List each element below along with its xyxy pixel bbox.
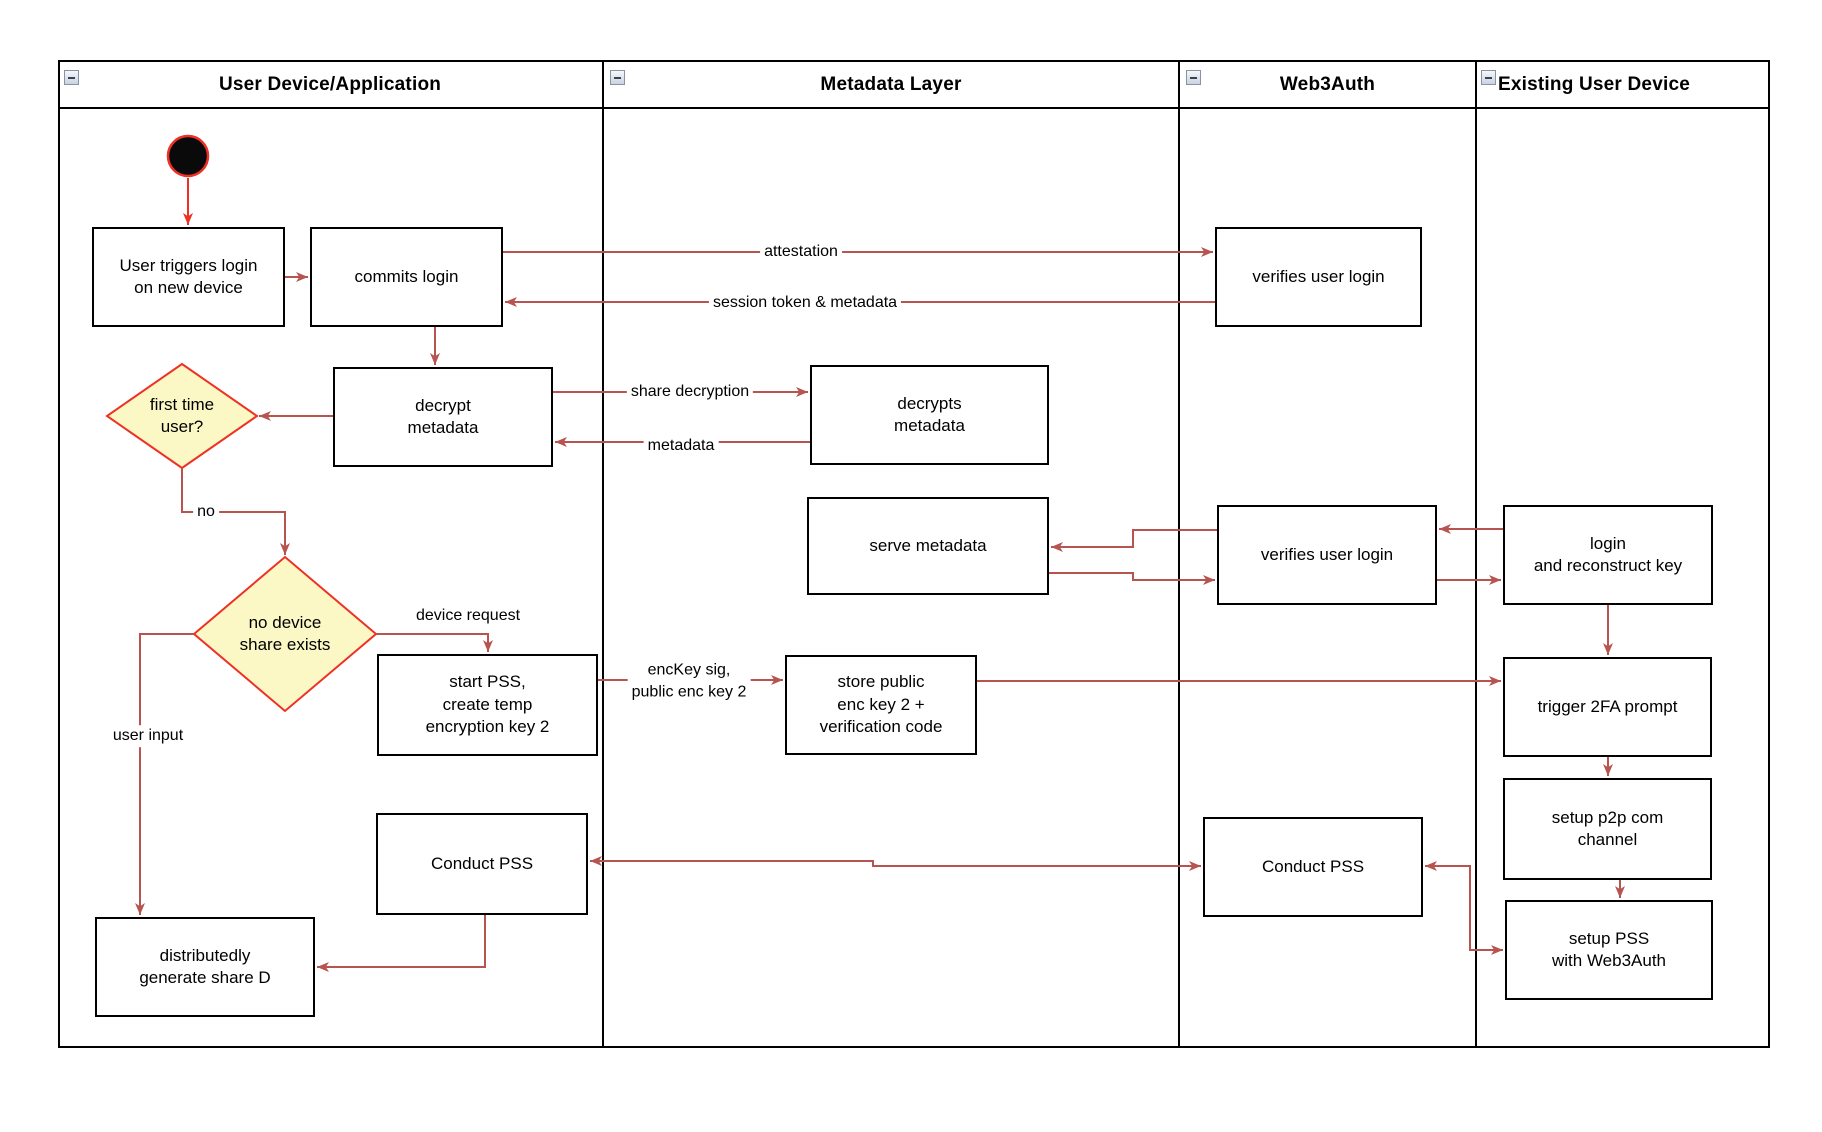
lane-separator-3 (1475, 60, 1477, 1048)
node-serve-metadata: serve metadata (807, 497, 1049, 595)
node-distributedly-generate-share-d: distributedly generate share D (95, 917, 315, 1017)
node-commits-login: commits login (310, 227, 503, 327)
decision-label-first-time-user: first time user? (149, 394, 215, 436)
lane-separator-2 (1178, 60, 1180, 1048)
node-login-and-reconstruct-key: login and reconstruct key (1503, 505, 1713, 605)
node-decrypts-metadata: decrypts metadata (810, 365, 1049, 465)
node-store-public-enc-key: store public enc key 2 + verification co… (785, 655, 977, 755)
node-setup-pss-with-web3auth: setup PSS with Web3Auth (1505, 900, 1713, 1000)
header-separator (58, 107, 1770, 109)
node-decrypt-metadata: decrypt metadata (333, 367, 553, 467)
node-setup-p2p-channel: setup p2p com channel (1503, 778, 1712, 880)
node-user-triggers-login: User triggers login on new device (92, 227, 285, 327)
node-trigger-2fa-prompt: trigger 2FA prompt (1503, 657, 1712, 757)
lane-header-metadata-layer: Metadata Layer (820, 73, 962, 95)
edge-label-user-input: user input (108, 725, 188, 747)
decision-label-no-device-share: no device share exists (239, 612, 331, 654)
edge-label-share-decryption: share decryption (626, 381, 754, 403)
lane-header-web3auth: Web3Auth (1279, 73, 1376, 95)
edge-label-metadata: metadata (643, 435, 719, 457)
collapse-icon[interactable] (1186, 70, 1201, 85)
edge-label-enckey: encKey sig, public enc key 2 (627, 659, 751, 703)
edge-label-no: no (193, 501, 219, 523)
node-conduct-pss-user-device: Conduct PSS (376, 813, 588, 915)
edge-label-attestation: attestation (760, 241, 842, 263)
lane-header-user-device: User Device/Application (218, 73, 442, 95)
lane-header-existing-user-device: Existing User Device (1498, 73, 1690, 95)
edge-label-session-token: session token & metadata (708, 292, 902, 314)
node-verifies-user-login-2: verifies user login (1217, 505, 1437, 605)
node-conduct-pss-web3auth: Conduct PSS (1203, 817, 1423, 917)
collapse-icon[interactable] (610, 70, 625, 85)
collapse-icon[interactable] (1481, 70, 1496, 85)
collapse-icon[interactable] (64, 70, 79, 85)
node-verifies-user-login-1: verifies user login (1215, 227, 1422, 327)
lane-separator-1 (602, 60, 604, 1048)
edge-label-device-request: device request (415, 607, 521, 625)
pool-frame (58, 60, 1770, 1048)
node-start-pss: start PSS, create temp encryption key 2 (377, 654, 598, 756)
